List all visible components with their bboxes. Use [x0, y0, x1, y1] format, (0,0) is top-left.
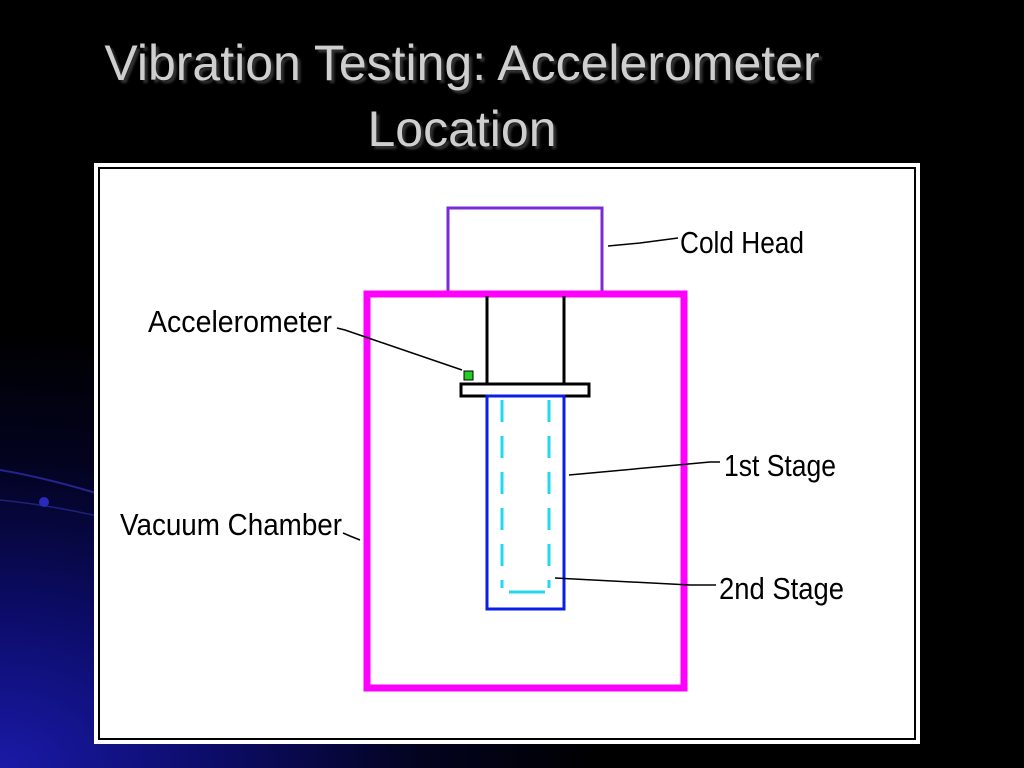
vacuum-chamber-leader	[342, 532, 361, 541]
cold-head-label: Cold Head	[680, 225, 804, 260]
flange-plate	[459, 382, 591, 398]
first-stage-leader	[568, 461, 720, 476]
diagram-panel	[94, 163, 920, 744]
vacuum-chamber-label: Vacuum Chamber	[120, 507, 342, 542]
cold-head-leader	[607, 237, 679, 247]
cold-head-box	[446, 206, 604, 294]
vacuum-chamber-box	[363, 290, 688, 692]
second-stage-leader	[554, 577, 716, 586]
accelerometer-leader	[336, 327, 463, 371]
first-stage-box	[485, 394, 566, 611]
first-stage-label: 1st Stage	[724, 448, 836, 483]
page-title: Vibration Testing: Accelerometer Locatio…	[104, 35, 820, 157]
second-stage-label: 2nd Stage	[719, 571, 844, 606]
accelerometer-label: Accelerometer	[148, 304, 332, 339]
accelerometer-sensor	[463, 370, 474, 381]
bullet-dot-icon	[39, 497, 49, 507]
